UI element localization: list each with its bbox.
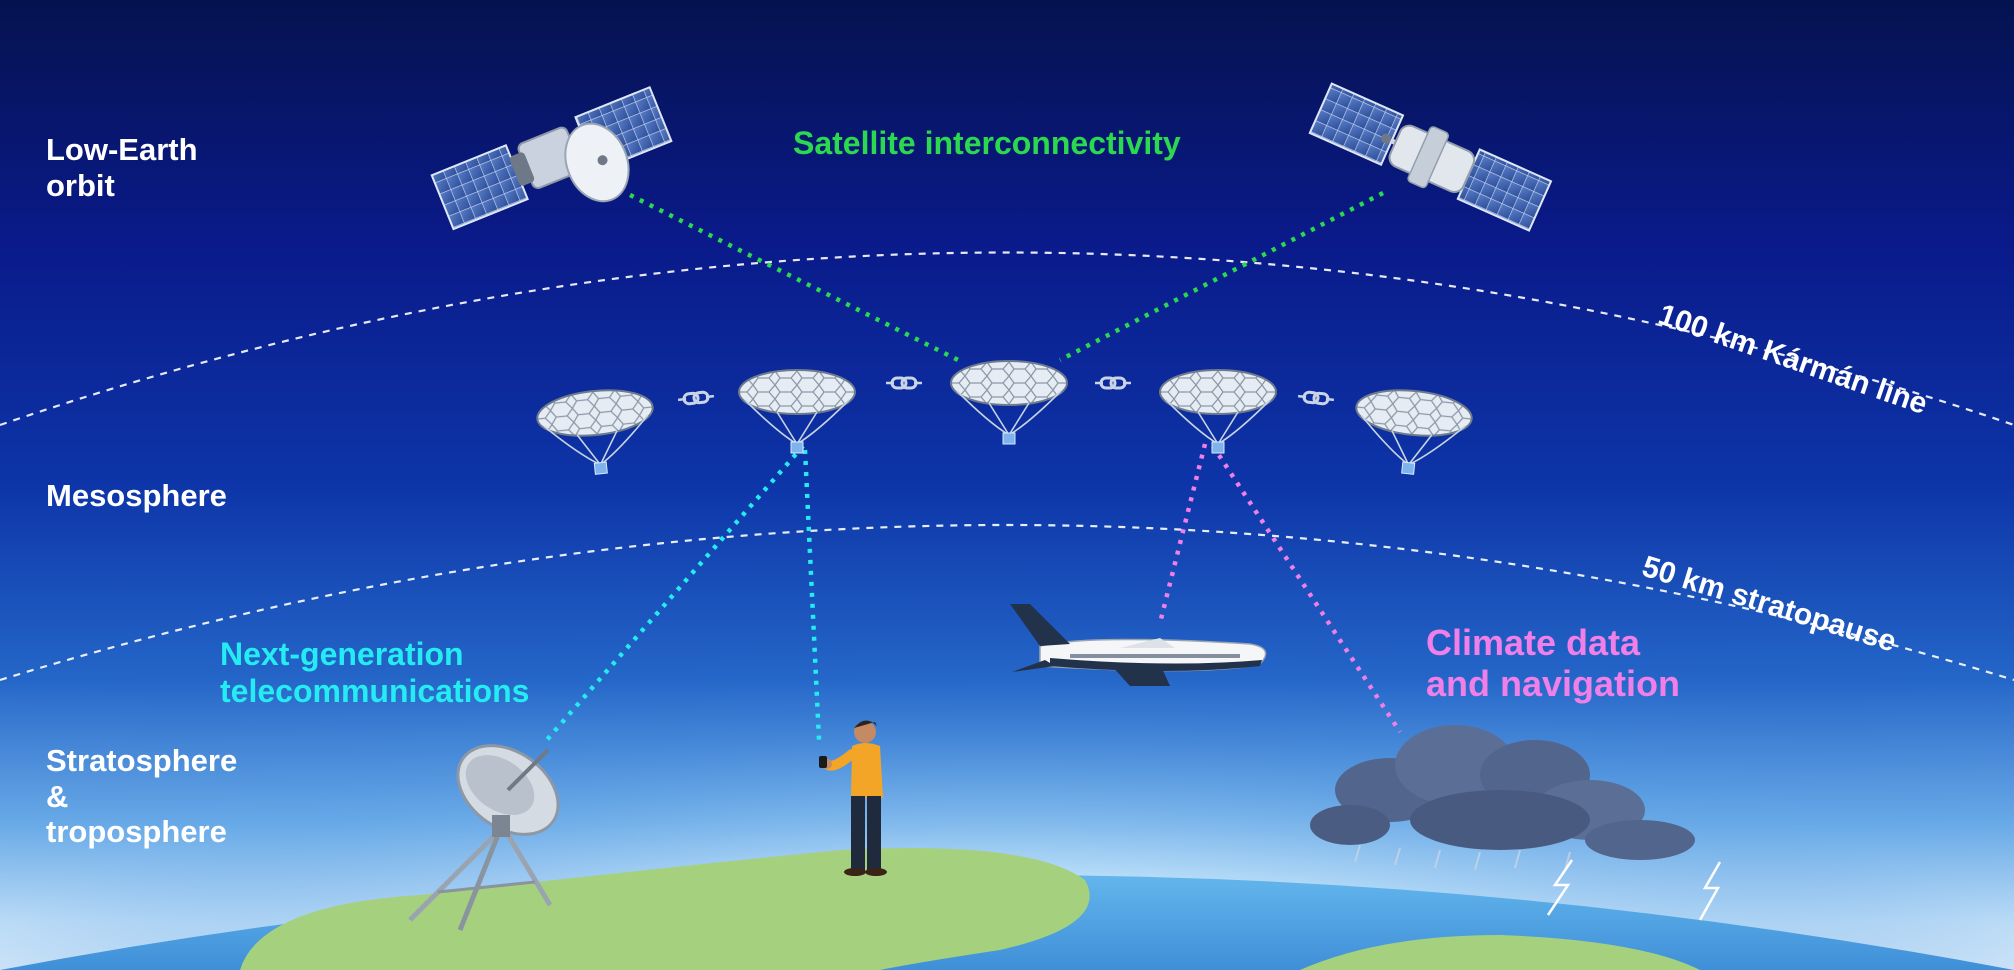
layer-label-leo-line1: Low-Earth: [46, 132, 198, 167]
layer-label-strato-line1: Stratosphere: [46, 743, 238, 778]
lightning-icon: [1546, 859, 1722, 921]
climate-links: [1157, 443, 1402, 734]
telecom-links: [543, 444, 822, 744]
layer-label-mesosphere: Mesosphere: [46, 478, 227, 513]
satellite-dish-icon: [408, 744, 560, 931]
layer-label-stratosphere: Stratosphere & troposphere: [46, 743, 237, 850]
person-with-phone-icon: [819, 720, 887, 876]
satellite-icon: [430, 85, 673, 231]
karman-line: [0, 251, 2014, 427]
storm-cloud-icon: [1310, 725, 1695, 871]
telecom-label-line2: telecommunications: [220, 672, 530, 709]
telecom-label: Next-generation telecommunications: [220, 636, 529, 710]
earth-surface: [0, 848, 2014, 970]
layer-label-strato-line2: &: [46, 778, 69, 814]
satellite-icon: [1308, 82, 1553, 232]
telecom-label-line1: Next-generation: [220, 636, 464, 672]
airplane-icon: [1010, 604, 1267, 686]
landmass-left: [240, 848, 1090, 970]
climate-label-line1: Climate data: [1426, 622, 1641, 663]
stratopause-line: [0, 523, 2014, 682]
climate-label-line2: and navigation: [1426, 663, 1681, 705]
climate-label: Climate data and navigation: [1426, 622, 1680, 705]
satellite-interconnectivity-label: Satellite interconnectivity: [793, 125, 1181, 161]
satellite-links: [628, 191, 1385, 365]
layer-label-leo: Low-Earth orbit: [46, 132, 198, 203]
layer-label-strato-line3: troposphere: [46, 814, 227, 850]
landmass-right: [1300, 935, 1700, 970]
layer-label-leo-line2: orbit: [46, 167, 115, 203]
